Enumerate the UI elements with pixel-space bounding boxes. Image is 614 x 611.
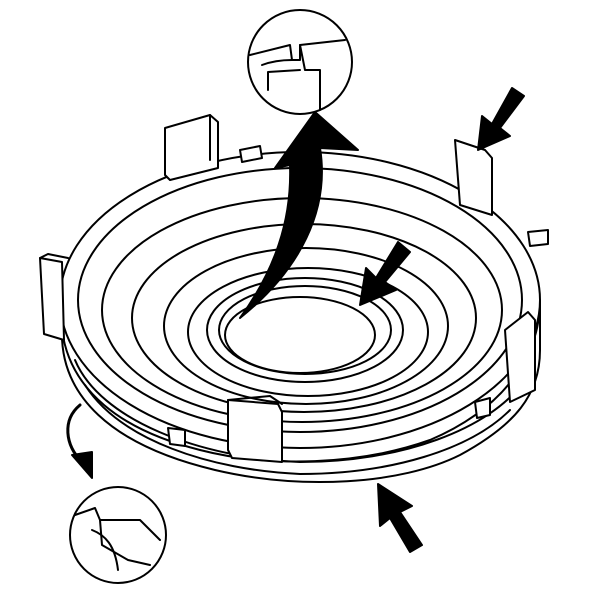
- magnified-detail-top: [247, 9, 353, 115]
- rim-tab-back-left: [164, 114, 219, 181]
- housing-ring: [59, 151, 541, 483]
- rim-tab-front-left-small: [167, 427, 186, 447]
- magnified-detail-bottom: [69, 486, 167, 584]
- rim-tab-front-right: [504, 311, 536, 403]
- rim-tab-back-right: [454, 139, 493, 216]
- rim-tab-right: [527, 229, 549, 247]
- pointer-arrow-top-right: [477, 87, 525, 151]
- pointer-arrow-bottom-right: [377, 483, 423, 553]
- curved-arrow-top: [239, 111, 359, 319]
- rim-tab-front: [227, 395, 283, 463]
- center-bore: [224, 296, 376, 374]
- rim-tab-left: [39, 253, 69, 341]
- curved-arrow-left: [66, 403, 93, 479]
- rim-tab-back-small: [239, 145, 263, 163]
- rim-tab-front-right-small: [474, 397, 491, 419]
- pointer-arrow-center: [359, 241, 411, 306]
